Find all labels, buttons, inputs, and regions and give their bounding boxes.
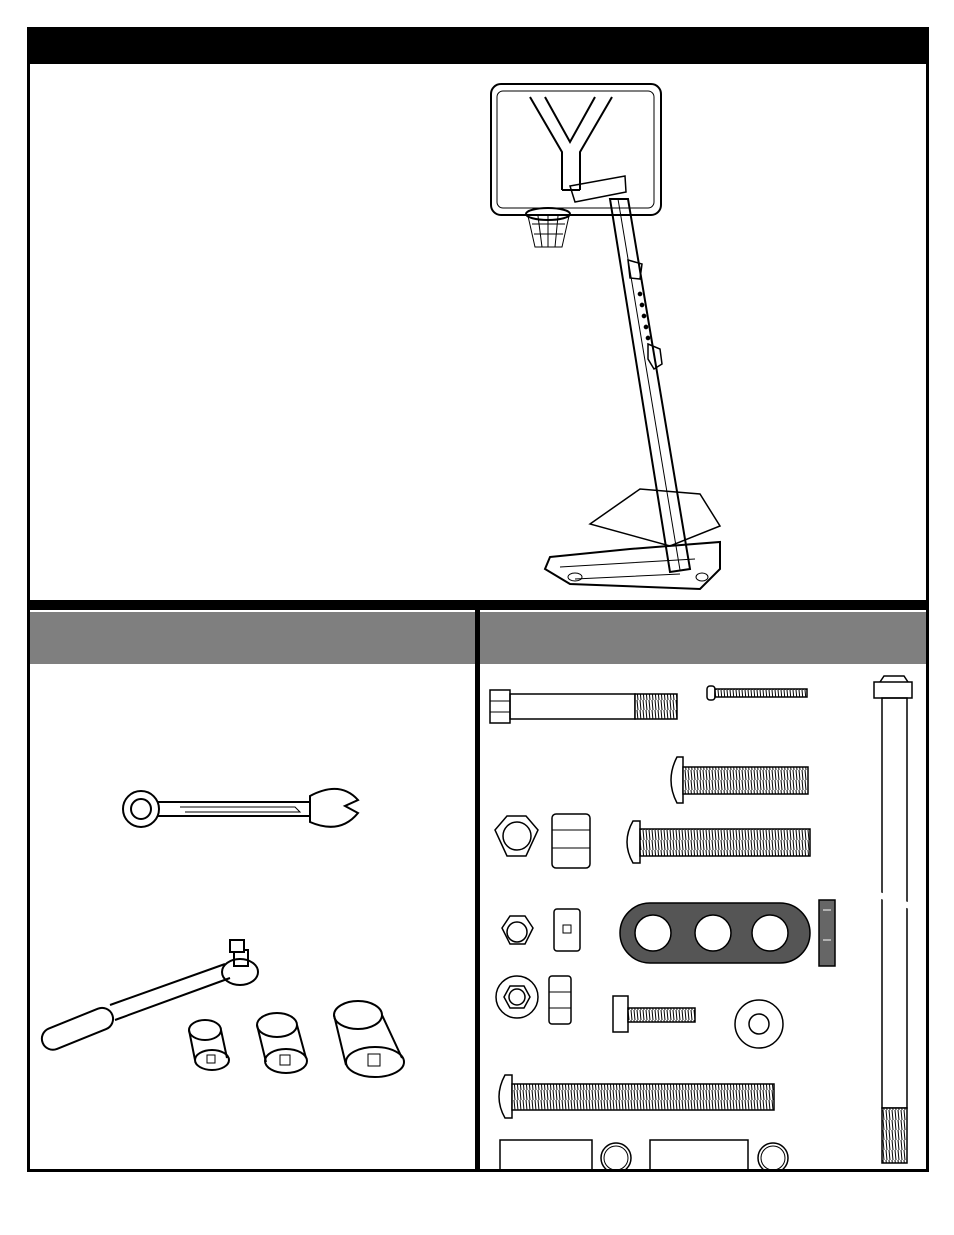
backboard (491, 84, 661, 215)
tools-panel (30, 610, 475, 1169)
end-plug (819, 900, 835, 966)
carriage-bolt-medium (627, 821, 810, 863)
page-title (30, 30, 926, 64)
hardware-panel (480, 610, 926, 1169)
spacer-tube-b (650, 1140, 748, 1169)
socket-medium (257, 1013, 307, 1073)
flange-nut (496, 976, 538, 1018)
combination-wrench (123, 789, 358, 827)
ring-b (758, 1143, 788, 1169)
carriage-bolt-long (499, 1075, 774, 1118)
lock-nut-large (552, 814, 590, 868)
hardware-illustration (480, 610, 926, 1169)
flat-washer (735, 1000, 783, 1048)
ring-a (601, 1143, 631, 1169)
section-divider (30, 600, 926, 610)
socket-large (334, 1001, 404, 1077)
ratchet-with-sockets (39, 940, 404, 1077)
flange-lock-nut (549, 976, 571, 1024)
net (528, 216, 569, 247)
basketball-system-illustration (30, 64, 926, 600)
instruction-page-frame (27, 27, 929, 1172)
long-hex-bolt (874, 676, 912, 1163)
pole (610, 199, 690, 572)
hero-illustration (30, 64, 926, 600)
flange-bolt (613, 996, 695, 1032)
spacer-tube-a (500, 1140, 592, 1169)
carriage-bolt-short (671, 757, 808, 803)
base (545, 542, 720, 589)
socket-small (189, 1020, 229, 1070)
tools-illustration (30, 610, 475, 1169)
three-hole-spacer (620, 903, 810, 963)
hex-nut-small (502, 916, 533, 944)
pan-head-screw (707, 686, 807, 700)
base-cover (590, 489, 720, 546)
hex-bolt (490, 690, 677, 723)
lock-nut-small (554, 909, 580, 951)
backboard-target-graphic (530, 97, 612, 190)
hex-nut-large (495, 816, 538, 856)
